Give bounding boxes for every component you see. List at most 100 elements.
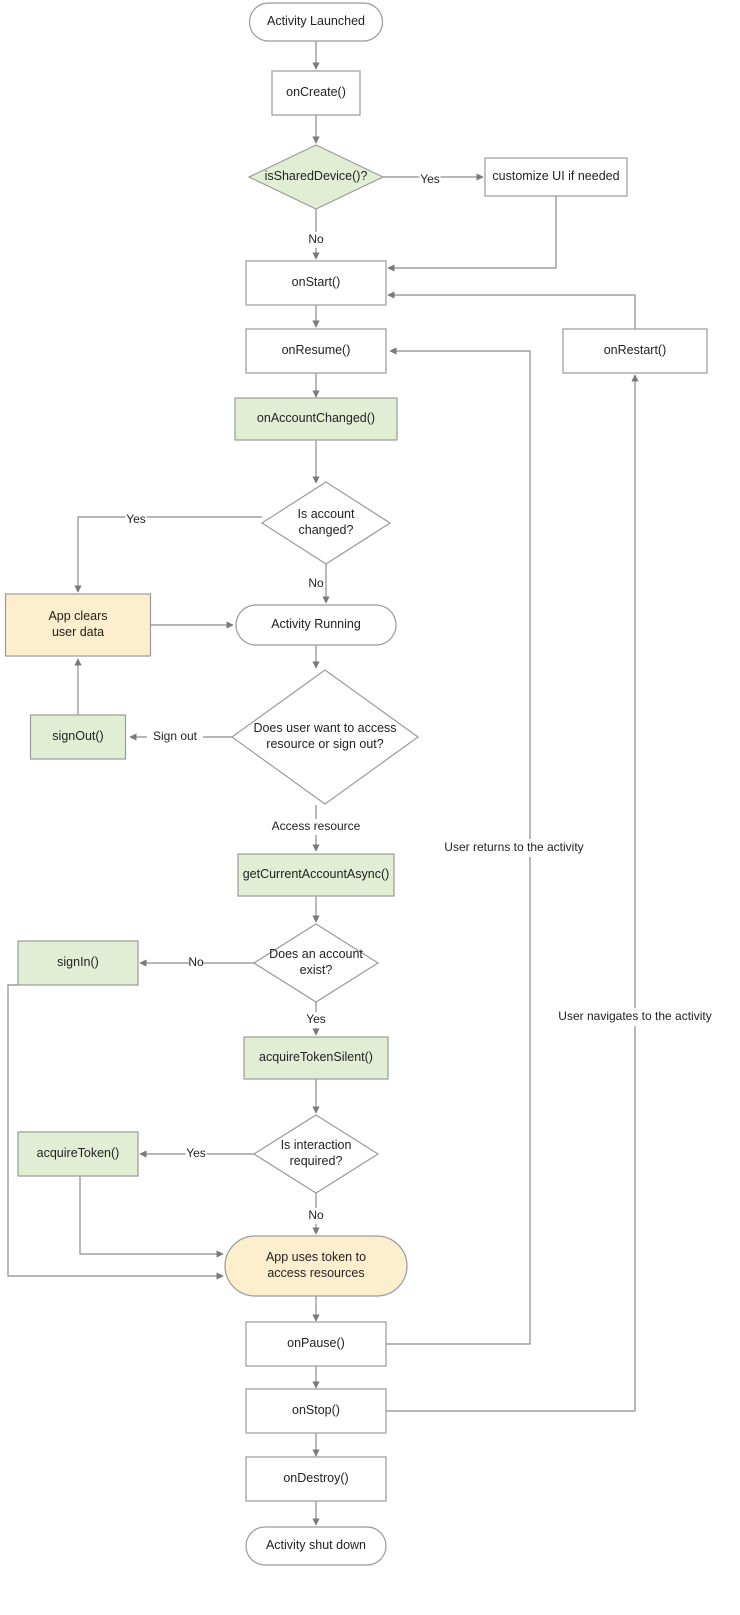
node-shape-sign_out bbox=[29, 714, 127, 760]
node-shape-customize_ui bbox=[484, 157, 628, 197]
node-customize_ui[interactable]: customize UI if needed bbox=[484, 157, 628, 197]
node-on_create[interactable]: onCreate() bbox=[271, 70, 361, 116]
edge-label-access_resource_label: Access resource bbox=[272, 819, 361, 833]
edge-label-bg-sign_out_label bbox=[147, 729, 203, 745]
side-label-user_navigates_label: User navigates to the activity bbox=[558, 1009, 711, 1023]
node-shape-on_restart bbox=[562, 328, 708, 374]
edge-label-bg-yes_shared_device bbox=[419, 172, 441, 188]
node-label-on_start: onStart() bbox=[292, 275, 341, 289]
node-shape-on_pause bbox=[245, 1321, 387, 1367]
node-layer: Activity Launched onCreate() isSharedDevic… bbox=[4, 2, 708, 1566]
node-shape-activity_launched bbox=[248, 2, 384, 42]
node-get_current_account[interactable]: getCurrentAccountAsync() bbox=[237, 853, 395, 897]
node-label-on_restart: onRestart() bbox=[604, 343, 667, 357]
node-activity_shut_down[interactable]: Activity shut down bbox=[245, 1526, 387, 1566]
node-on_destroy[interactable]: onDestroy() bbox=[245, 1456, 387, 1502]
edge-label-bg-yes_account_exists bbox=[305, 1012, 327, 1028]
edge-customize-to-onstart bbox=[387, 196, 557, 272]
side-label-bg-user_navigates_label bbox=[536, 1008, 734, 1026]
node-on_restart[interactable]: onRestart() bbox=[562, 328, 708, 374]
node-shape-acquire_token bbox=[17, 1131, 139, 1177]
node-acquire_token[interactable]: acquireToken() bbox=[17, 1131, 139, 1177]
node-label-on_destroy: onDestroy() bbox=[283, 1471, 348, 1485]
edge-label-sign_out_label: Sign out bbox=[153, 729, 198, 743]
node-label-on_account_changed: onAccountChanged() bbox=[257, 411, 375, 425]
node-shape-on_account_changed bbox=[234, 397, 398, 441]
node-label-get_current_account: getCurrentAccountAsync() bbox=[243, 867, 390, 881]
edge-acquiretoken-to-appuses bbox=[79, 1176, 224, 1258]
node-shape-activity_running bbox=[235, 604, 397, 646]
node-label-on_create: onCreate() bbox=[286, 85, 346, 99]
edge-label-bg-no_shared_device bbox=[309, 232, 323, 248]
node-shape-sign_in bbox=[17, 940, 139, 986]
edge-label-bg-yes_interaction bbox=[185, 1146, 207, 1162]
side-label-user_returns_label: User returns to the activity bbox=[444, 840, 583, 854]
node-on_pause[interactable]: onPause() bbox=[245, 1321, 387, 1367]
edge-label-bg-no_account_exists bbox=[189, 955, 203, 971]
node-on_start[interactable]: onStart() bbox=[245, 260, 387, 306]
edge-label-yes_account_exists: Yes bbox=[306, 1012, 326, 1026]
node-shape-interaction_required bbox=[252, 1114, 380, 1194]
node-shape-access_or_signout bbox=[230, 669, 420, 805]
edge-label-no_interaction: No bbox=[308, 1208, 324, 1222]
node-label-on_resume: onResume() bbox=[282, 343, 351, 357]
node-on_account_changed[interactable]: onAccountChanged() bbox=[234, 397, 398, 441]
node-label-sign_out: signOut() bbox=[52, 729, 103, 743]
node-shape-account_exists bbox=[252, 923, 380, 1003]
node-is_shared_device[interactable]: isSharedDevice()? bbox=[247, 144, 385, 210]
node-shape-app_clears_data bbox=[4, 593, 152, 657]
node-on_resume[interactable]: onResume() bbox=[245, 328, 387, 374]
node-label-on_stop: onStop() bbox=[292, 1403, 340, 1417]
node-sign_in[interactable]: signIn() bbox=[17, 940, 139, 986]
edge-onrestart-to-onstart bbox=[387, 291, 636, 329]
node-label-activity_launched: Activity Launched bbox=[267, 14, 365, 28]
node-on_stop[interactable]: onStop() bbox=[245, 1388, 387, 1434]
node-shape-acquire_token_silent bbox=[243, 1036, 389, 1080]
node-label-acquire_token: acquireToken() bbox=[37, 1146, 120, 1160]
node-activity_launched[interactable]: Activity Launched bbox=[248, 2, 384, 42]
edge-onstop-to-onrestart-navigate bbox=[386, 374, 639, 1412]
node-shape-get_current_account bbox=[237, 853, 395, 897]
node-activity_running[interactable]: Activity Running bbox=[235, 604, 397, 646]
node-label-on_pause: onPause() bbox=[287, 1336, 345, 1350]
edge-label-no_account_changed: No bbox=[308, 576, 324, 590]
node-shape-app_uses_token bbox=[224, 1235, 408, 1297]
node-shape-on_stop bbox=[245, 1388, 387, 1434]
node-label-sign_in: signIn() bbox=[57, 955, 99, 969]
node-acquire_token_silent[interactable]: acquireTokenSilent() bbox=[243, 1036, 389, 1080]
edge-label-yes_interaction: Yes bbox=[186, 1146, 206, 1160]
node-shape-on_create bbox=[271, 70, 361, 116]
edge-label-bg-access_resource_label bbox=[263, 819, 369, 835]
edge-label-bg-yes_account_changed bbox=[125, 512, 147, 528]
edge-signin-to-appuses bbox=[7, 984, 224, 1280]
node-shape-on_resume bbox=[245, 328, 387, 374]
edge-label-yes_account_changed: Yes bbox=[126, 512, 146, 526]
node-shape-is_account_changed bbox=[260, 481, 392, 565]
side-label-bg-user_returns_label bbox=[421, 839, 607, 857]
node-shape-activity_shut_down bbox=[245, 1526, 387, 1566]
node-shape-on_destroy bbox=[245, 1456, 387, 1502]
edge-isaccountchanged-yes-to-appclears bbox=[74, 516, 262, 593]
edge-label-bg-no_interaction bbox=[309, 1208, 323, 1224]
node-sign_out[interactable]: signOut() bbox=[29, 714, 127, 760]
node-label-activity_running: Activity Running bbox=[271, 617, 361, 631]
node-label-activity_shut_down: Activity shut down bbox=[266, 1538, 366, 1552]
node-shape-is_shared_device bbox=[247, 144, 385, 210]
edge-label-no_shared_device: No bbox=[308, 232, 324, 246]
